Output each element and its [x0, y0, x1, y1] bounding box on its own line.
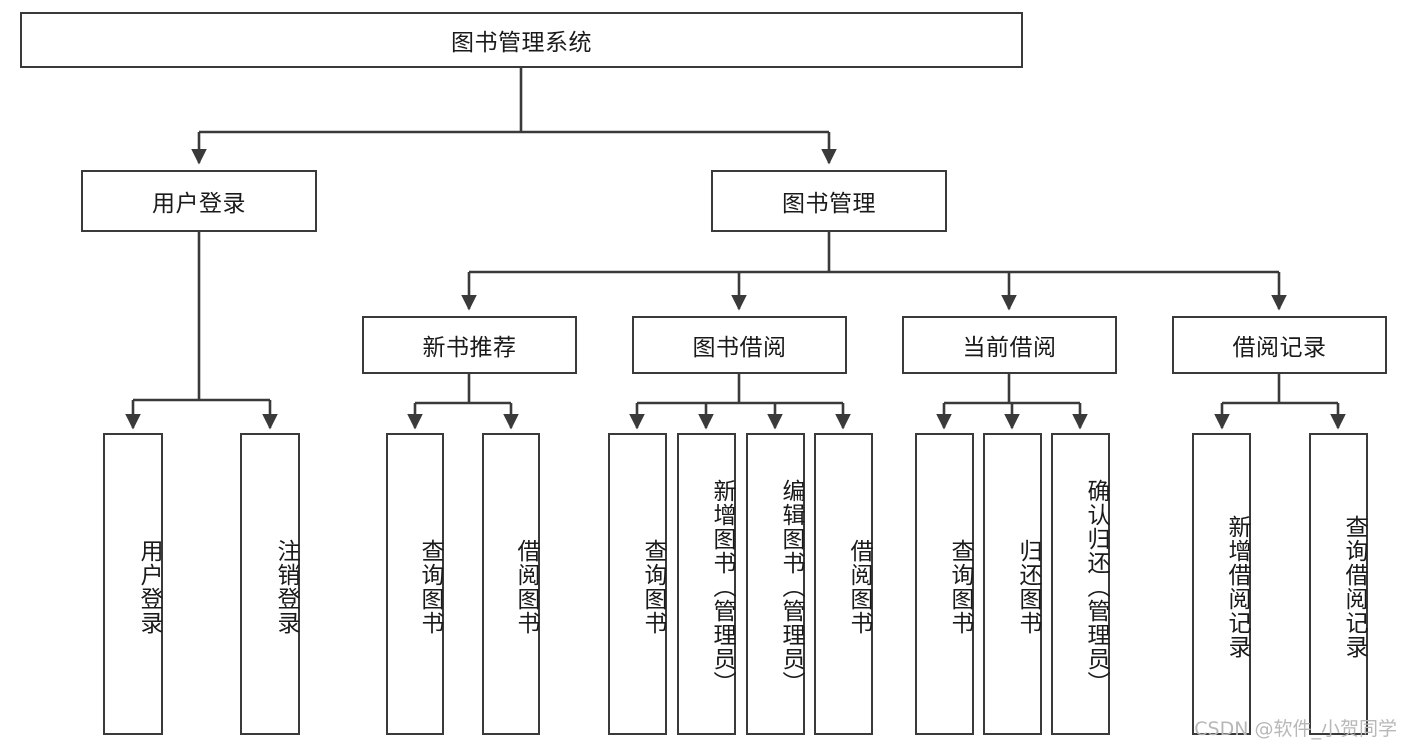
- leaf-user-login-login[interactable]: 用户登录: [103, 433, 163, 735]
- node-root-label: 图书管理系统: [451, 30, 592, 56]
- leaf-label: 借阅图书: [513, 539, 539, 635]
- leaf-borrow-record-query-record[interactable]: 查询借阅记录: [1309, 433, 1368, 735]
- leaf-label: 查询图书: [417, 539, 443, 635]
- leaf-label: 借阅图书: [846, 539, 872, 635]
- node-current-borrow[interactable]: 当前借阅: [902, 316, 1117, 374]
- node-new-book-recommend-label: 新书推荐: [422, 335, 517, 361]
- node-book-borrow[interactable]: 图书借阅: [632, 316, 847, 374]
- leaf-book-borrow-borrow-book[interactable]: 借阅图书: [814, 433, 873, 735]
- leaf-label: 查询图书: [640, 539, 666, 635]
- leaf-label: 用户登录: [136, 539, 162, 635]
- node-user-login-label: 用户登录: [152, 191, 246, 217]
- node-book-management[interactable]: 图书管理: [711, 170, 947, 232]
- leaf-user-login-logout[interactable]: 注销登录: [240, 433, 300, 735]
- node-book-management-label: 图书管理: [782, 191, 876, 217]
- leaf-book-borrow-edit-book-admin[interactable]: 编辑图书（管理员）: [746, 433, 805, 735]
- node-new-book-recommend[interactable]: 新书推荐: [362, 316, 577, 374]
- leaf-current-borrow-return-book[interactable]: 归还图书: [983, 433, 1042, 735]
- leaf-new-book-query-book[interactable]: 查询图书: [386, 433, 444, 735]
- leaf-label: 查询图书: [947, 539, 973, 635]
- leaf-book-borrow-query-book[interactable]: 查询图书: [608, 433, 667, 735]
- leaf-label: 确认归还（管理员）: [1083, 479, 1109, 695]
- watermark: CSDN @软件_小贺同学: [1194, 718, 1397, 740]
- leaf-borrow-record-add-record[interactable]: 新增借阅记录: [1192, 433, 1251, 735]
- node-current-borrow-label: 当前借阅: [962, 335, 1057, 361]
- leaf-label: 新增图书（管理员）: [709, 479, 735, 695]
- leaf-book-borrow-add-book-admin[interactable]: 新增图书（管理员）: [677, 433, 736, 735]
- node-root-book-management-system[interactable]: 图书管理系统: [20, 12, 1023, 68]
- node-borrow-record[interactable]: 借阅记录: [1172, 316, 1387, 374]
- leaf-label: 归还图书: [1015, 539, 1041, 635]
- leaf-current-borrow-confirm-return-admin[interactable]: 确认归还（管理员）: [1051, 433, 1110, 735]
- leaf-current-borrow-query-book[interactable]: 查询图书: [915, 433, 974, 735]
- node-book-borrow-label: 图书借阅: [692, 335, 787, 361]
- leaf-new-book-borrow-book[interactable]: 借阅图书: [482, 433, 540, 735]
- node-user-login[interactable]: 用户登录: [81, 170, 317, 232]
- leaf-label: 编辑图书（管理员）: [778, 479, 804, 695]
- node-borrow-record-label: 借阅记录: [1232, 335, 1327, 361]
- leaf-label: 新增借阅记录: [1224, 515, 1250, 659]
- leaf-label: 查询借阅记录: [1341, 515, 1367, 659]
- leaf-label: 注销登录: [273, 539, 299, 635]
